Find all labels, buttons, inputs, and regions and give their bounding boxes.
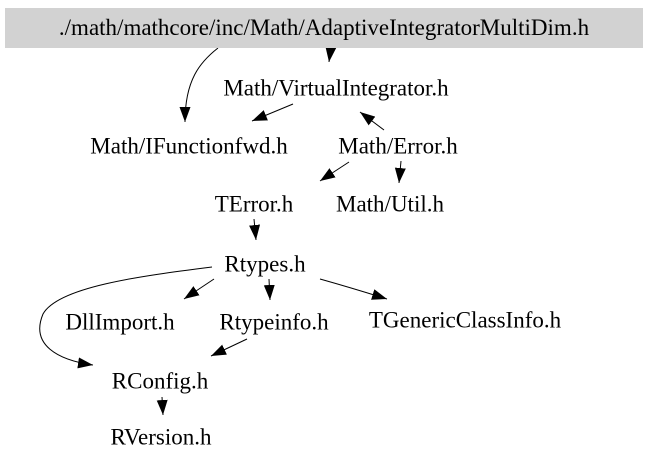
node-adaptiveintegratormultidim: ./math/mathcore/inc/Math/AdaptiveIntegra… (5, 8, 643, 48)
node-tgenericclassinfo[interactable]: TGenericClassInfo.h (368, 307, 562, 333)
edge-error-to-util (394, 160, 406, 184)
node-math-error[interactable]: Math/Error.h (338, 133, 458, 159)
node-virtualintegrator[interactable]: Math/VirtualIntegrator.h (223, 75, 449, 101)
node-ifunctionfwd[interactable]: Math/IFunctionfwd.h (90, 133, 288, 159)
edge-rconfig-to-rversion (156, 396, 168, 416)
node-rconfig[interactable]: RConfig.h (111, 368, 209, 394)
node-dllimport[interactable]: DllImport.h (65, 309, 175, 335)
edge-error-to-virtualintegrator (359, 111, 385, 131)
node-rtypeinfo[interactable]: Rtypeinfo.h (219, 309, 329, 335)
edge-root-to-ifunctionfwd (179, 47, 219, 123)
node-math-util[interactable]: Math/Util.h (336, 191, 444, 217)
edge-rtypes-to-dllimport (183, 278, 215, 300)
node-terror[interactable]: TError.h (214, 191, 294, 217)
edge-error-to-terror (319, 161, 350, 182)
edge-root-to-virtualintegrator (325, 45, 337, 63)
edge-virtualintegrator-to-ifunctionfwd (251, 103, 294, 122)
node-rversion[interactable]: RVersion.h (110, 424, 212, 450)
edge-rtypes-to-rtypeinfo (263, 278, 275, 301)
edge-terror-to-rtypes (249, 218, 261, 241)
node-rtypes[interactable]: Rtypes.h (224, 251, 306, 277)
edge-rtypes-to-tgenericclassinfo (319, 278, 388, 300)
edge-rtypeinfo-to-rconfig (210, 338, 248, 357)
